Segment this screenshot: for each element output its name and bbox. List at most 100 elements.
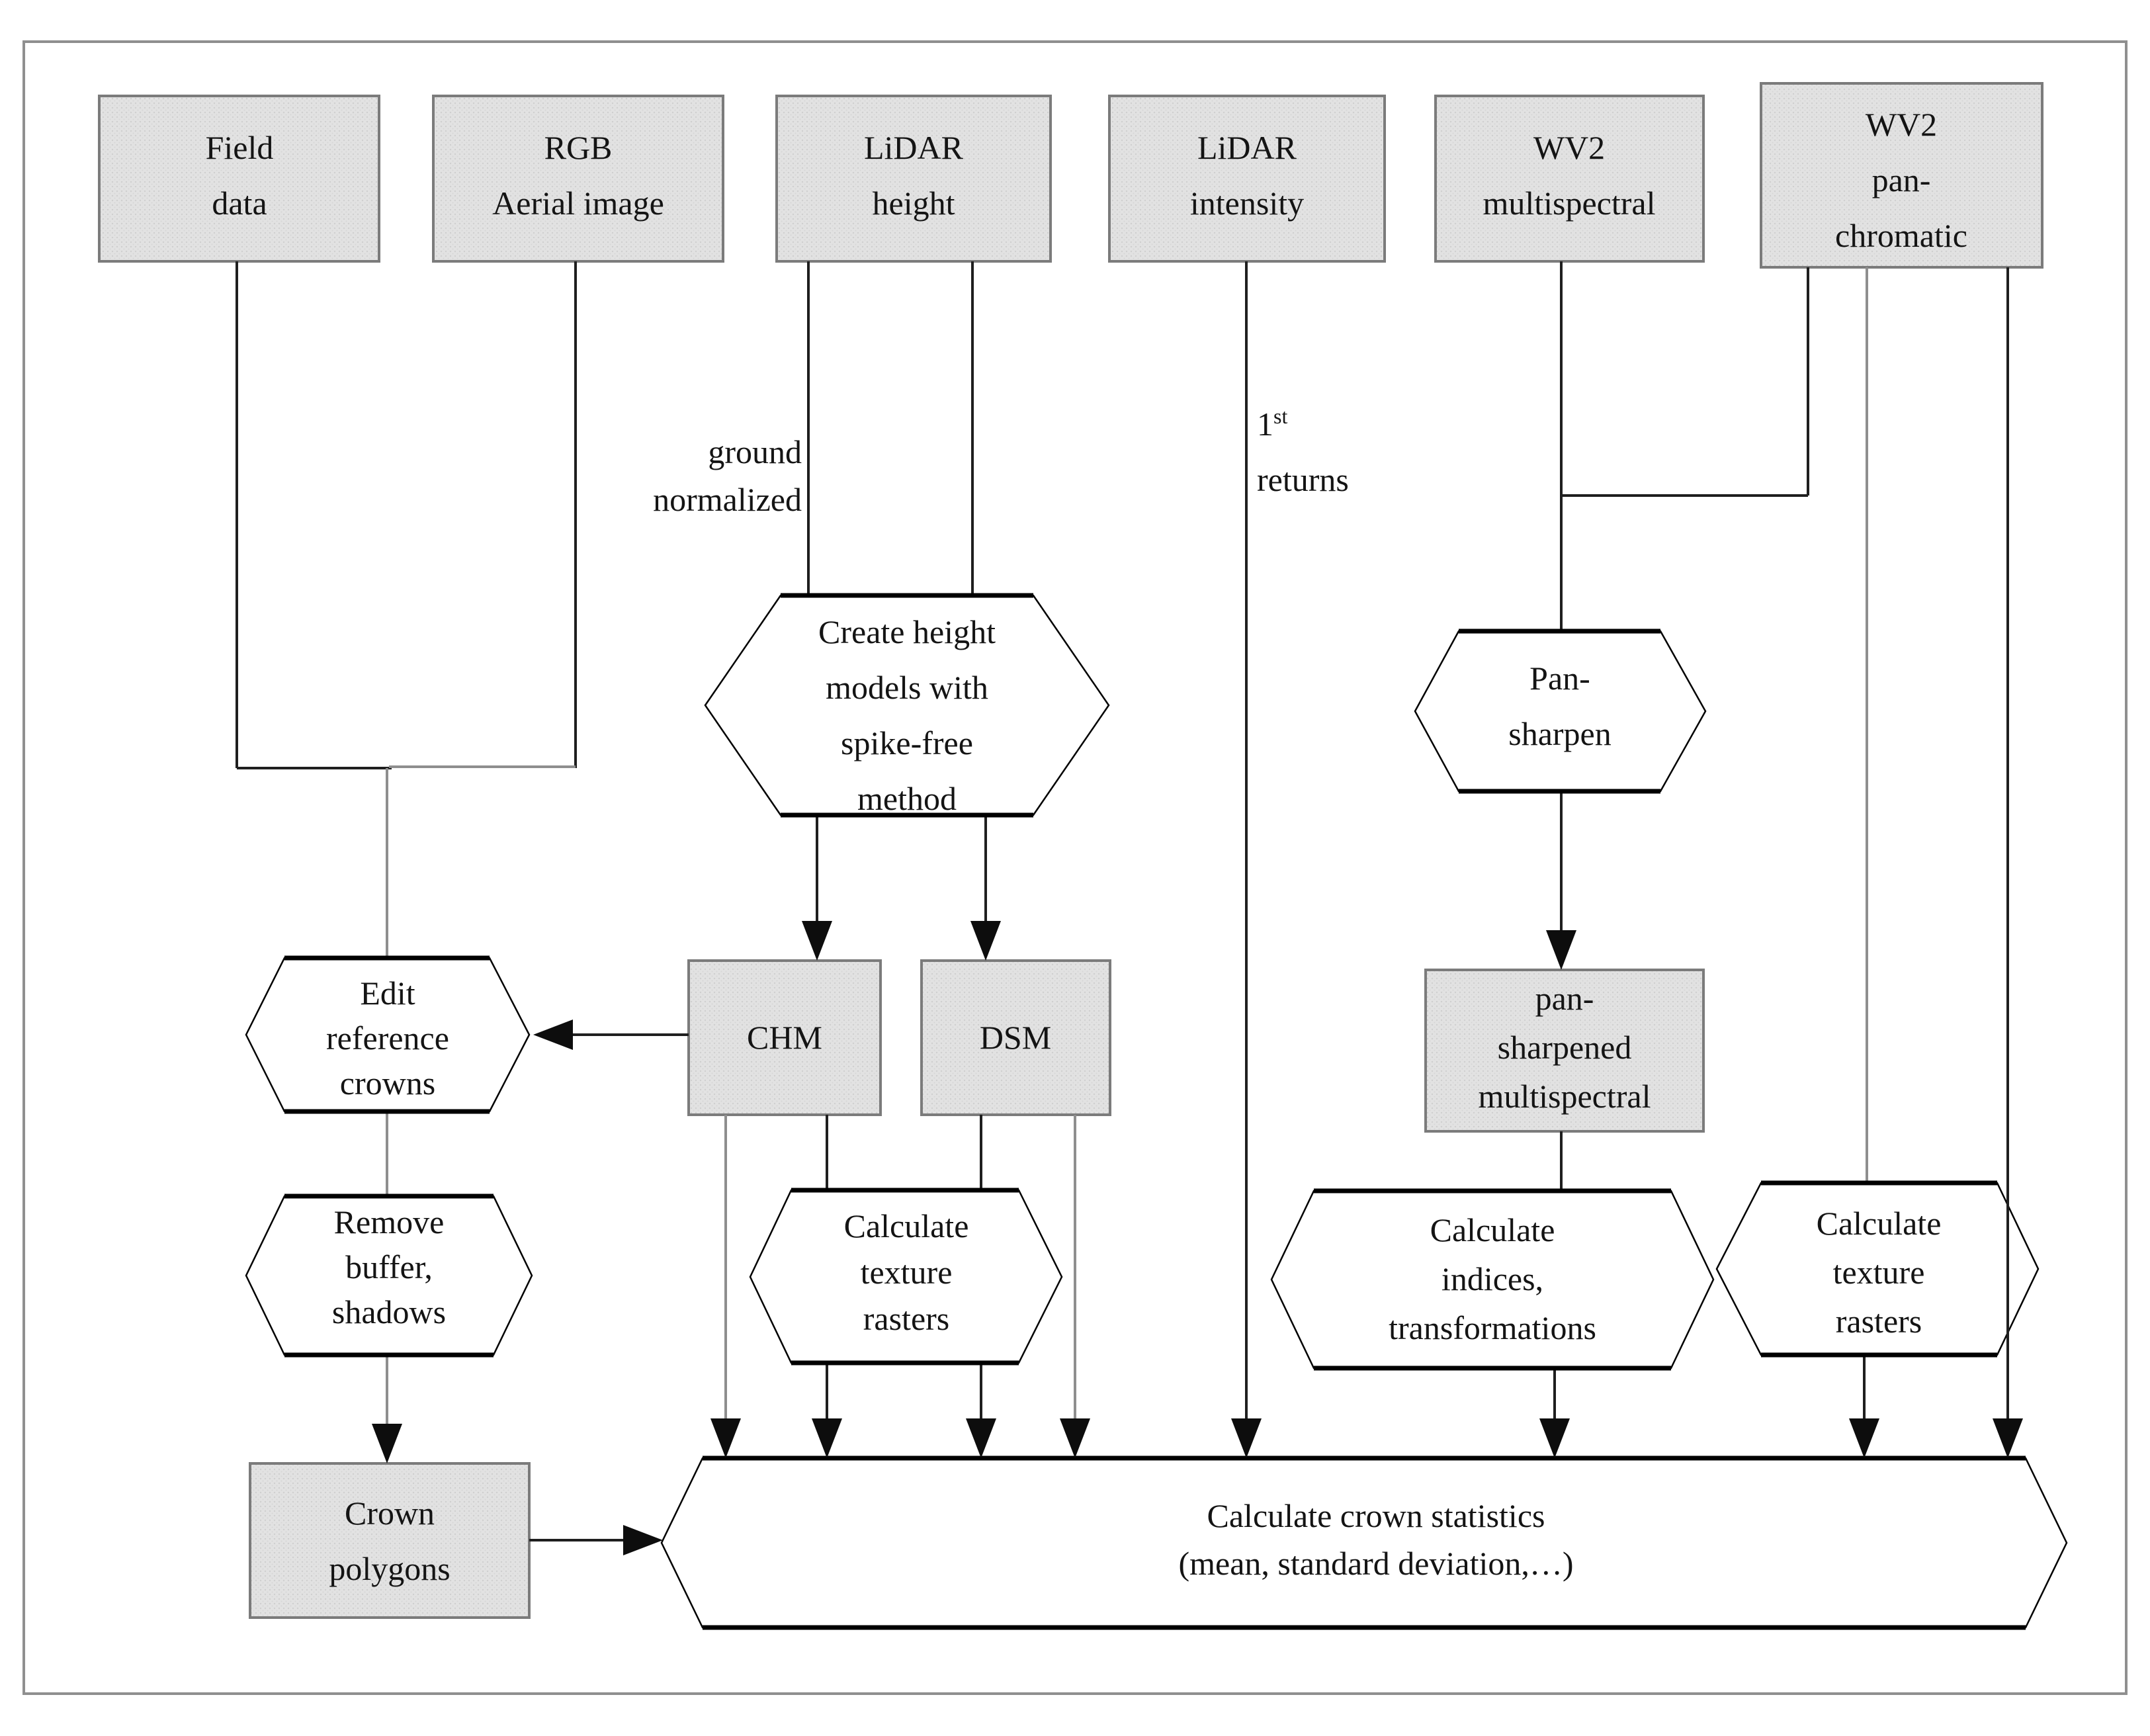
- calculate-texture-rasters-pan-label: Calculate texture rasters: [1817, 1205, 1942, 1340]
- calculate-crown-statistics-label: Calculate crown statistics (mean, standa…: [1178, 1497, 1573, 1582]
- label-line: sharpened: [1498, 1029, 1632, 1066]
- label-line: height: [873, 185, 955, 222]
- rgb-aerial-image-label: RGB Aerial image: [492, 129, 664, 222]
- label-line: WV2: [1533, 129, 1605, 166]
- arrowhead-down-icon: [1060, 1418, 1090, 1458]
- dsm-box: [920, 959, 1111, 1116]
- label-line: Aerial image: [492, 185, 664, 222]
- wv2-panchromatic-label: WV2 pan- chromatic: [1835, 106, 1967, 254]
- arrowhead-down-icon: [1849, 1418, 1879, 1458]
- arrowhead-down-icon: [1546, 930, 1576, 970]
- arrowhead-down-icon: [802, 921, 832, 961]
- label-line: indices,: [1441, 1260, 1543, 1297]
- edit-reference-crowns-label: Edit reference crowns: [326, 975, 449, 1102]
- rgb-aerial-image-box: [432, 95, 724, 263]
- label-line: WV2: [1866, 106, 1937, 143]
- label-line: returns: [1257, 461, 1349, 498]
- label-line: Field: [206, 129, 274, 166]
- arrowhead-left-icon: [533, 1020, 573, 1050]
- wv2-multispectral-box: [1434, 95, 1705, 263]
- node-labels: Field data RGB Aerial image LiDAR height…: [206, 106, 1967, 1587]
- label-line: Calculate: [1817, 1205, 1942, 1242]
- arrowhead-right-icon: [623, 1525, 663, 1555]
- label-line: reference: [326, 1020, 449, 1057]
- label-line: (mean, standard deviation,…): [1178, 1545, 1573, 1582]
- label-line: transformations: [1389, 1309, 1596, 1346]
- label-line: multispectral: [1483, 185, 1655, 222]
- label-line: 1st: [1257, 404, 1287, 443]
- process-hexagons: [245, 593, 2068, 1630]
- ground-normalized-label: ground normalized: [653, 433, 802, 518]
- arrowhead-down-icon: [710, 1418, 741, 1458]
- label-line: Create height: [818, 613, 996, 650]
- wv2-multispectral-label: WV2 multispectral: [1483, 129, 1655, 222]
- derived-data-boxes: [249, 959, 1705, 1619]
- label-line: method: [857, 780, 957, 817]
- field-data-box: [98, 95, 380, 263]
- calculate-indices-transformations-label: Calculate indices, transformations: [1389, 1211, 1596, 1346]
- label-line: multispectral: [1478, 1078, 1651, 1115]
- label-line: shadows: [332, 1293, 446, 1330]
- label-line: Remove: [334, 1203, 445, 1240]
- label-line: Crown: [345, 1495, 435, 1532]
- label-line: Calculate: [844, 1207, 969, 1244]
- arrowhead-down-icon: [970, 921, 1001, 961]
- label-line: Calculate: [1430, 1211, 1555, 1248]
- label-line: models with: [826, 669, 988, 706]
- label-line: data: [212, 185, 267, 222]
- label-line: CHM: [747, 1019, 822, 1056]
- lidar-height-label: LiDAR height: [864, 129, 964, 222]
- calculate-crown-statistics-hexagon: [660, 1457, 2068, 1629]
- label-line: pan-: [1872, 161, 1931, 198]
- lidar-intensity-box: [1108, 95, 1386, 263]
- pan-sharpened-multispectral-box: [1424, 969, 1705, 1133]
- arrowhead-down-icon: [1539, 1418, 1570, 1458]
- arrowhead-down-icon: [966, 1418, 996, 1458]
- label-line: texture: [861, 1254, 953, 1291]
- pan-sharpen-label: Pan- sharpen: [1508, 660, 1612, 752]
- label-line: spike-free: [841, 724, 973, 761]
- input-boxes: [98, 82, 2043, 269]
- connector-lines: [236, 261, 1868, 1541]
- arrowhead-down-icon: [1993, 1418, 2023, 1458]
- label-line: crowns: [340, 1064, 435, 1102]
- label-line: RGB: [544, 129, 613, 166]
- diagram-border: [22, 40, 2128, 1695]
- label-part: 1: [1257, 406, 1273, 443]
- edge-labels: ground normalized 1st returns: [653, 404, 1349, 518]
- arrowhead-down-icon: [812, 1418, 842, 1458]
- label-line: DSM: [980, 1019, 1051, 1056]
- crown-polygons-label: Crown polygons: [329, 1495, 450, 1587]
- dsm-label: DSM: [980, 1019, 1051, 1056]
- label-line: LiDAR: [1197, 129, 1297, 166]
- label-line: rasters: [863, 1300, 950, 1337]
- label-line: Pan-: [1529, 660, 1590, 697]
- lidar-height-box: [775, 95, 1052, 263]
- label-line: Edit: [360, 975, 415, 1012]
- label-superscript: st: [1273, 404, 1287, 428]
- pan-sharpen-hexagon: [1414, 630, 1707, 793]
- label-line: LiDAR: [864, 129, 964, 166]
- label-line: rasters: [1836, 1303, 1922, 1340]
- arrowheads: [372, 921, 2023, 1555]
- arrowhead-down-icon: [372, 1424, 402, 1463]
- arrowhead-down-icon: [1231, 1418, 1262, 1458]
- label-line: buffer,: [345, 1248, 433, 1285]
- wv2-panchromatic-box: [1760, 82, 2043, 269]
- label-line: chromatic: [1835, 217, 1967, 254]
- label-line: ground: [708, 433, 802, 470]
- lidar-intensity-label: LiDAR intensity: [1190, 129, 1304, 222]
- pan-sharpened-multispectral-label: pan- sharpened multispectral: [1478, 980, 1651, 1115]
- label-line: polygons: [329, 1550, 450, 1587]
- label-line: pan-: [1535, 980, 1594, 1017]
- crown-polygons-box: [249, 1462, 531, 1619]
- field-data-label: Field data: [206, 129, 274, 222]
- chm-label: CHM: [747, 1019, 822, 1056]
- create-height-models-label: Create height models with spike-free met…: [818, 613, 996, 817]
- label-line: texture: [1833, 1254, 1925, 1291]
- remove-buffer-shadows-label: Remove buffer, shadows: [332, 1203, 446, 1330]
- label-line: Calculate crown statistics: [1207, 1497, 1545, 1534]
- chm-box: [687, 959, 882, 1116]
